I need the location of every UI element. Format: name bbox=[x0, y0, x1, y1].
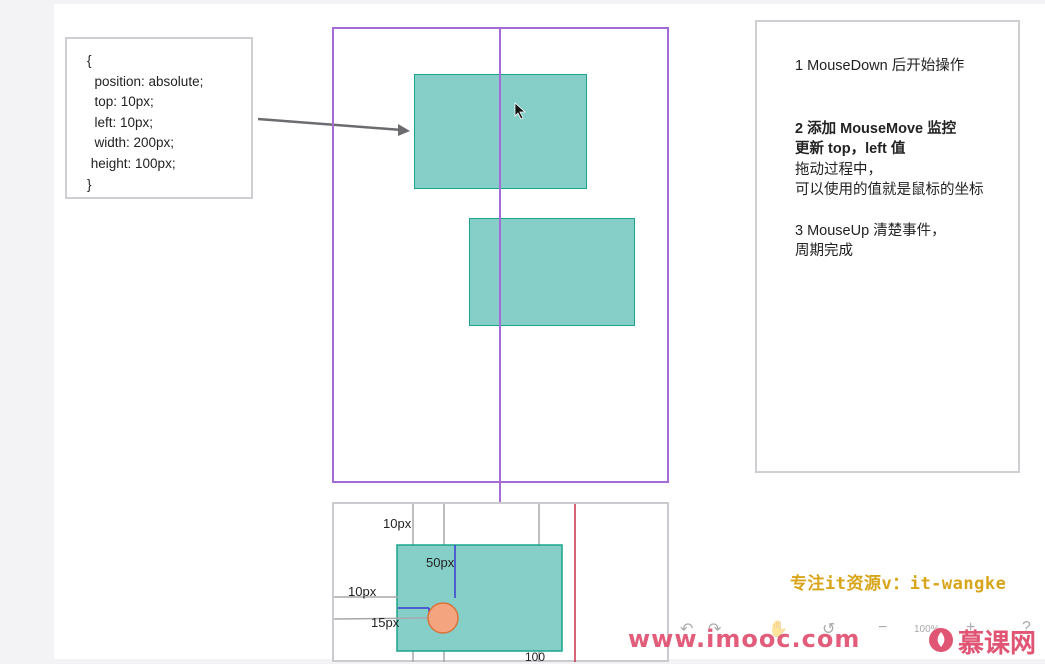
code-line: height: 100px; bbox=[87, 155, 176, 171]
hand-icon[interactable]: ✋ bbox=[768, 621, 788, 638]
zoom-out-button[interactable]: − bbox=[878, 619, 888, 636]
code-line: top: 10px; bbox=[87, 94, 154, 110]
mouse-cursor-icon bbox=[514, 102, 527, 120]
note-step-2-title: 2 添加 MouseMove 监控 bbox=[795, 120, 957, 137]
dim-label-50: 50px bbox=[426, 555, 455, 570]
code-line: position: absolute; bbox=[87, 73, 204, 89]
undo-icon[interactable]: ↶ bbox=[680, 621, 694, 638]
code-line: width: 200px; bbox=[87, 135, 175, 151]
pointer-arrow bbox=[257, 117, 410, 136]
dim-label-15: 15px bbox=[371, 615, 400, 630]
container-frame[interactable] bbox=[332, 27, 669, 483]
imooc-url-watermark: www.imooc.com bbox=[628, 625, 861, 653]
imooc-brand: 慕课网 bbox=[958, 629, 1037, 659]
imooc-flame-icon bbox=[929, 628, 953, 652]
code-line: { bbox=[87, 53, 92, 68]
note-step-1: 1 MouseDown 后开始操作 bbox=[795, 58, 965, 74]
zoom-in-button[interactable]: + bbox=[966, 619, 976, 636]
dim-label-top: 10px bbox=[383, 516, 412, 531]
code-line: left: 10px; bbox=[87, 114, 154, 130]
note-step-2-line4: 可以使用的值就是鼠标的坐标 bbox=[795, 182, 984, 198]
css-code-card[interactable]: { position: absolute; top: 10px; left: 1… bbox=[65, 37, 253, 199]
note-step-2-sub: 更新 top，left 值 bbox=[795, 141, 906, 157]
zoom-level: 100% bbox=[914, 624, 940, 635]
help-button[interactable]: ? bbox=[1022, 619, 1031, 636]
canvas-toolbar: ↶ ↷ ✋ ↺ − 100% + ? bbox=[668, 605, 1045, 655]
mouse-point-circle bbox=[427, 602, 459, 634]
resource-watermark: 专注it资源v：it-wangke bbox=[790, 574, 1007, 594]
dim-label-left: 10px bbox=[348, 584, 377, 599]
note-step-2-line3: 拖动过程中， bbox=[795, 161, 882, 178]
redo-icon[interactable]: ↷ bbox=[708, 621, 722, 638]
code-line: } bbox=[87, 176, 92, 192]
notes-card[interactable]: 1 MouseDown 后开始操作 2 添加 MouseMove 监控 更新 t… bbox=[755, 20, 1020, 473]
draggable-box-moved[interactable] bbox=[469, 218, 635, 326]
history-icon[interactable]: ↺ bbox=[822, 621, 836, 638]
dim-label-partial: 100 bbox=[525, 650, 546, 664]
draggable-box-original[interactable] bbox=[414, 74, 587, 189]
note-step-3-line2: 周期完成 bbox=[795, 243, 853, 259]
note-step-3: 3 MouseUp 清楚事件， bbox=[795, 222, 946, 239]
offset-diagram bbox=[333, 504, 576, 662]
purple-guide-line bbox=[499, 27, 501, 659]
